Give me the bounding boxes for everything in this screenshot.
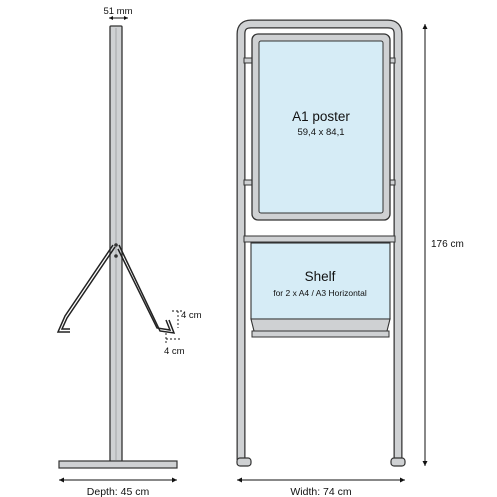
side-base-foot [58, 460, 178, 469]
poster-title: A1 poster [292, 109, 350, 124]
depth-label: Depth: 45 cm [87, 486, 150, 497]
top-width-label: 51 mm [103, 6, 132, 17]
shelf-description: for 2 x A4 / A3 Horizontal [273, 288, 367, 298]
front-foot-right [390, 457, 406, 467]
poster-size: 59,4 x 84,1 [297, 127, 344, 138]
side-leg-left [56, 244, 116, 333]
shelf-lip [250, 318, 391, 332]
side-view: 51 mm 4 cm 4 cm [56, 6, 202, 497]
height-label: 176 cm [431, 239, 464, 250]
height-dimension: 176 cm [422, 24, 472, 466]
width-dimension: Width: 74 cm [237, 477, 405, 497]
depth-dimension: Depth: 45 cm [59, 477, 177, 497]
hook-width-label: 4 cm [164, 346, 185, 357]
shelf-title: Shelf [305, 269, 336, 284]
hook-height-label: 4 cm [181, 310, 202, 321]
front-foot-left [236, 457, 252, 467]
hook-width-dimension: 4 cm [164, 333, 185, 357]
top-width-dimension: 51 mm [103, 6, 133, 20]
side-leg-right [117, 244, 176, 334]
front-view: A1 poster 59,4 x 84,1 Shelf for 2 x A4 /… [236, 19, 472, 497]
front-crossbar [243, 235, 396, 243]
width-label: Width: 74 cm [290, 486, 352, 497]
shelf-panel [250, 242, 391, 320]
hook-height-dimension: 4 cm [172, 310, 202, 328]
poster-panel [258, 40, 384, 214]
